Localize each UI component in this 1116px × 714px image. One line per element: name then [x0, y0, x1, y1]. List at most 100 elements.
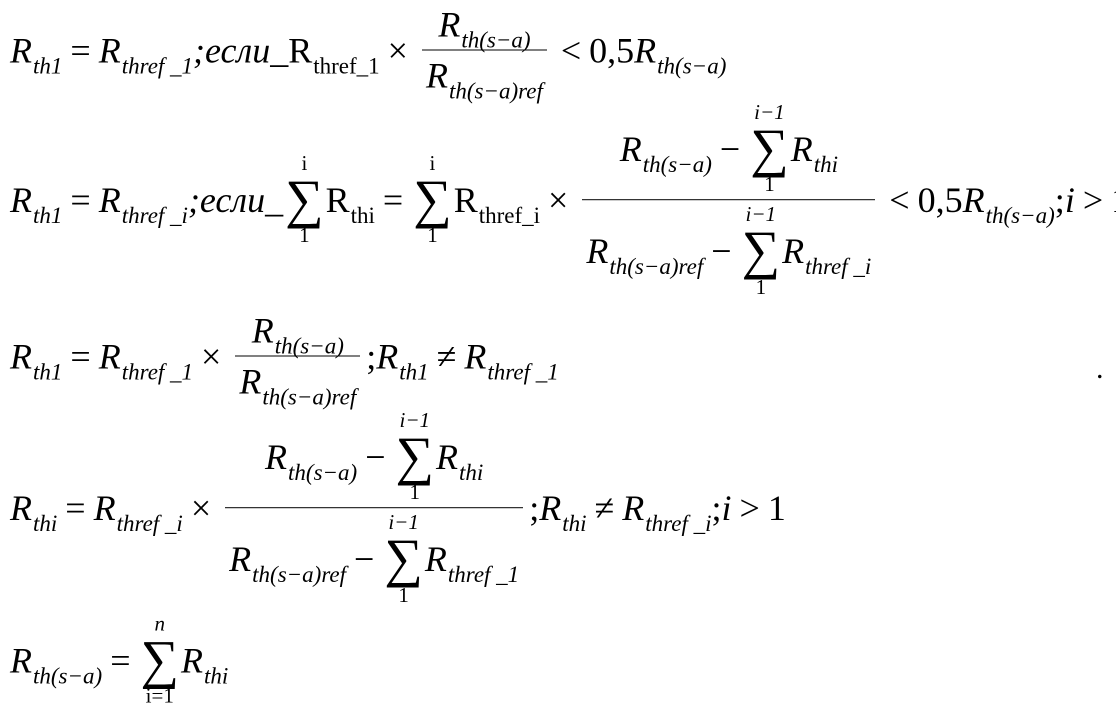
variable-subscript: th1 — [33, 53, 63, 78]
operator: − — [354, 539, 375, 580]
operator: ≠ — [594, 488, 615, 528]
number: ; — [711, 488, 722, 528]
variable-base: R — [181, 639, 203, 680]
variable-subscript: th(s−a) — [985, 203, 1055, 228]
sum-lower-limit: 1 — [398, 582, 409, 607]
summation: i−1∑1 — [384, 512, 423, 607]
variable-base: R — [790, 128, 813, 169]
sum-lower-limit: 1 — [299, 223, 310, 248]
variable-base: R — [425, 55, 448, 96]
variable-base: R — [10, 180, 32, 220]
variable-subscript: th(s−a) — [657, 53, 727, 78]
variable-subscript: thref _1 — [121, 53, 194, 78]
operator: = — [70, 336, 91, 376]
number: 0,5 — [917, 180, 963, 220]
text: i — [721, 488, 732, 528]
summation: i−1∑1 — [396, 410, 435, 503]
variable-subscript: th1 — [33, 359, 63, 384]
variable-base: R — [782, 231, 805, 272]
variable-subscript: th(s−a)ref — [609, 254, 704, 280]
operator: > — [1082, 180, 1104, 220]
sum-upper-limit: i — [301, 151, 308, 176]
operator: = — [65, 488, 86, 528]
variable-subscript: th1 — [33, 203, 63, 228]
sum-lower-limit: 1 — [764, 172, 775, 197]
variable-base: R — [98, 180, 121, 220]
variable-subscript: thi — [813, 151, 838, 177]
variable-base: R — [622, 488, 645, 528]
sum-upper-limit: i−1 — [745, 202, 777, 227]
operator: = — [110, 639, 131, 680]
variable-base: R — [10, 30, 32, 70]
variable-subscript: thref _1 — [487, 359, 559, 384]
variable-subscript: th(s−a) — [642, 151, 712, 177]
variable-base: R — [10, 336, 32, 376]
summation: i−1∑1 — [750, 102, 789, 195]
variable-subscript: thi — [204, 662, 229, 688]
operator: − — [719, 128, 741, 169]
fraction-bar — [235, 355, 361, 357]
variable-base: R — [325, 180, 350, 220]
variable-base: R — [239, 361, 262, 402]
variable-base: R — [265, 436, 288, 477]
fraction-bar — [225, 507, 524, 509]
variable-subscript: th(s−a)ref — [448, 78, 543, 104]
variable-subscript: thref _1 — [121, 359, 194, 384]
sigma-symbol: ∑ — [285, 169, 324, 230]
number: 0,5 — [589, 30, 635, 70]
variable-subscript: thi — [33, 511, 58, 536]
sum-upper-limit: n — [154, 611, 166, 636]
sum-lower-limit: 1 — [409, 480, 421, 505]
variable-base: R — [10, 488, 32, 528]
sum-lower-limit: i=1 — [145, 683, 174, 708]
variable-base: R — [288, 30, 313, 70]
variable-base: R — [93, 488, 116, 528]
number: 1 — [1111, 179, 1116, 221]
operator: = — [70, 180, 91, 220]
variable-base: R — [539, 488, 562, 528]
variable-base: R — [634, 30, 657, 70]
sigma-symbol: ∑ — [384, 528, 423, 589]
variable-subscript: th(s−a) — [288, 459, 358, 485]
variable-subscript: thref _i — [116, 511, 183, 536]
variable-subscript: th(s−a)ref — [262, 384, 357, 410]
operator: × — [190, 488, 212, 528]
operator: − — [711, 231, 732, 272]
variable-base: R — [619, 128, 642, 169]
variable-subscript: thref _i — [805, 254, 872, 280]
variable-subscript: thi — [459, 459, 484, 485]
number: ; — [1054, 180, 1065, 220]
operator: × — [201, 336, 222, 376]
